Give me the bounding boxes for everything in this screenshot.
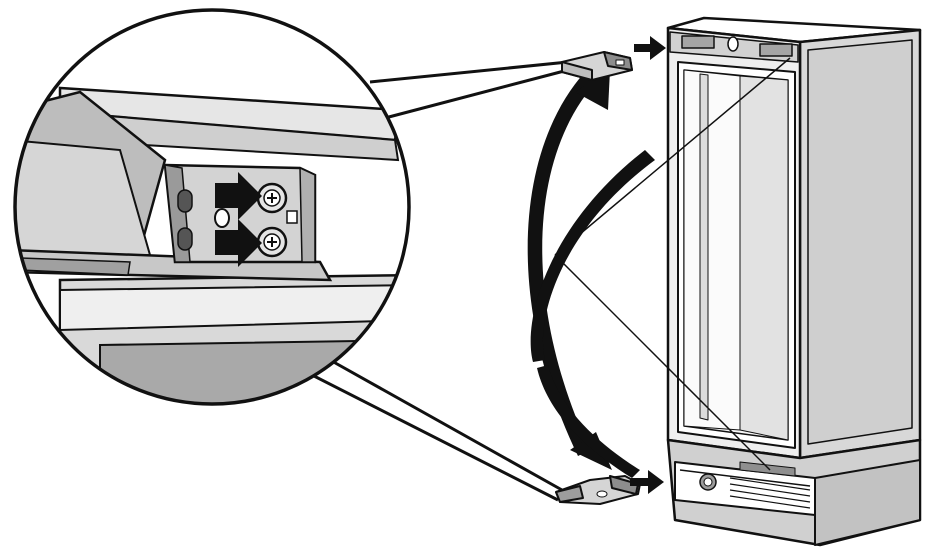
upper-screw-icon [256, 182, 288, 214]
detail-circle [13, 8, 411, 406]
lower-screw-icon [256, 226, 288, 258]
refrigerator-cabinet [666, 16, 922, 547]
bottom-mounting-bracket [555, 475, 641, 505]
top-mounting-bracket [561, 51, 633, 81]
top-bracket-arrow [634, 36, 666, 60]
curved-swap-arrows [527, 70, 655, 478]
leader-lines [311, 60, 569, 502]
lower-screw-arrow [215, 219, 262, 267]
bottom-bracket-arrow [630, 470, 664, 494]
cabinet-guide-lines [554, 57, 791, 471]
upper-screw-arrow [215, 172, 262, 220]
